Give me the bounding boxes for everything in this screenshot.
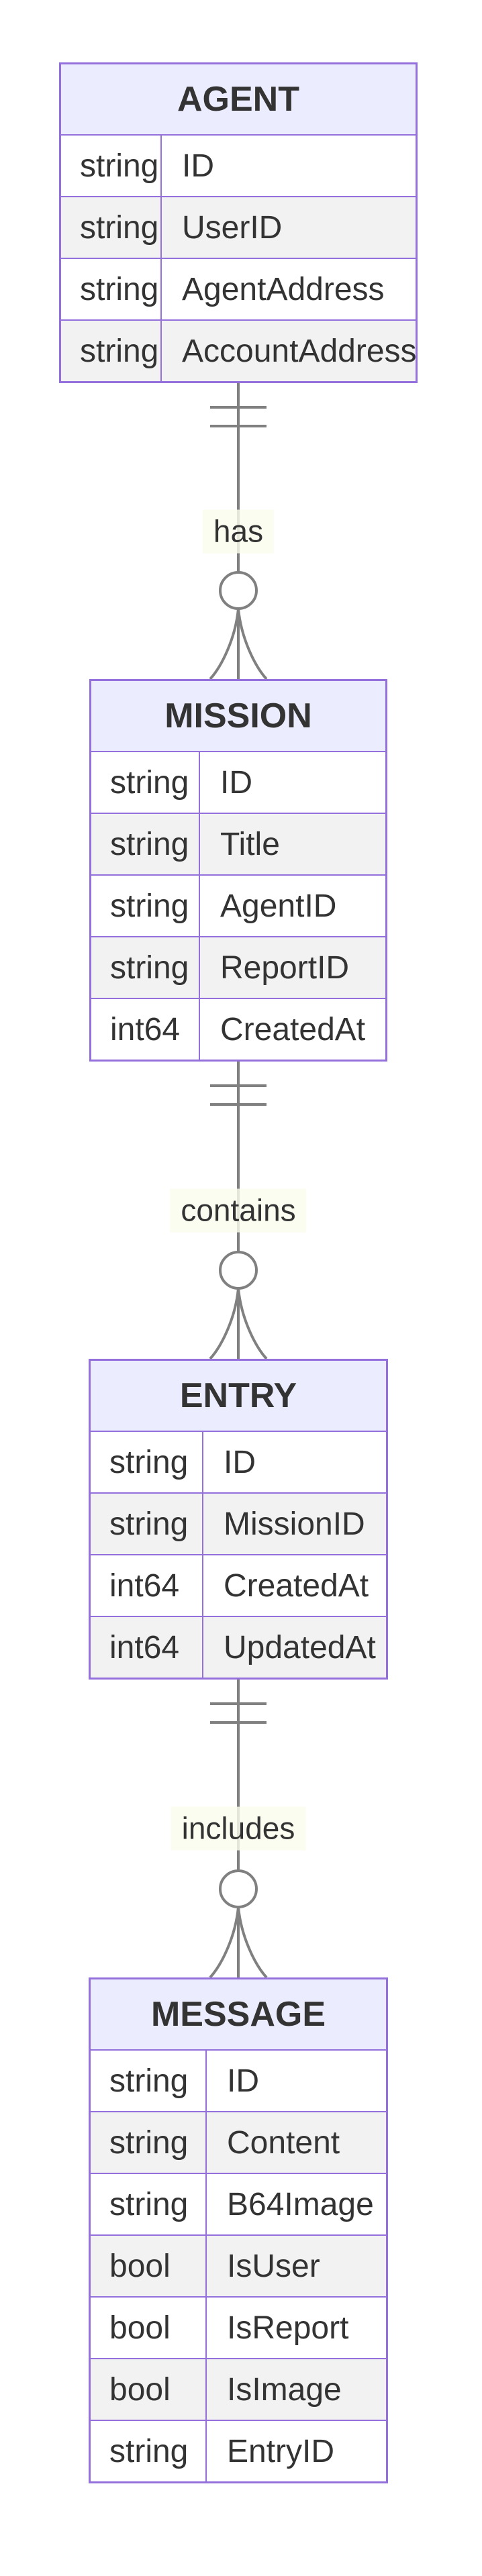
attribute-row: string AccountAddress [61,319,417,381]
attribute-type: int64 [91,1617,203,1678]
attribute-name: ID [224,1444,256,1480]
attribute-name: IsReport [227,2310,349,2346]
attribute-type: string [91,1432,203,1492]
attribute-type: string [91,2112,207,2173]
attribute-type: int64 [91,999,200,1060]
entity-header: ENTRY [91,1361,386,1431]
entity-title: ENTRY [179,1376,297,1415]
crow-foot-prong [209,1906,240,1979]
attribute-row: string AgentAddress [61,258,416,319]
attribute-name: AccountAddress [182,333,417,369]
attribute-row: string ID [91,1431,386,1492]
attribute-row: string B64Image [91,2173,386,2234]
attribute-name: CreatedAt [220,1011,366,1047]
attribute-name: IsImage [227,2371,342,2408]
attribute-row: string ReportID [91,936,385,998]
crow-foot-prong [237,1288,268,1360]
attribute-row: string UserID [61,196,416,258]
attribute-row: string ID [91,751,385,813]
relationship-label-contains: contains [170,1188,307,1233]
zero-circle [219,1251,258,1290]
cardinality-zero-or-more-icon [209,1251,268,1360]
zero-circle [219,571,258,610]
attribute-type: string [61,321,162,381]
attribute-row: string ID [91,2049,386,2111]
attribute-row: bool IsReport [91,2296,386,2358]
entity-header: MISSION [91,681,385,751]
attribute-name: ID [220,764,252,801]
attribute-type: string [91,1494,203,1554]
attribute-row: bool IsUser [91,2234,386,2296]
attribute-name: AgentID [220,888,337,924]
attribute-row: int64 UpdatedAt [91,1616,386,1678]
attribute-name: B64Image [227,2186,374,2222]
attribute-row: string Content [91,2111,386,2173]
attribute-type: string [91,2174,207,2234]
attribute-type: string [91,814,200,874]
attribute-row: int64 CreatedAt [91,998,385,1060]
crow-foot-prong [209,608,240,680]
attribute-type: string [91,752,200,813]
entity-title: MESSAGE [150,1995,326,2034]
cardinality-exactly-one-icon [210,1084,267,1106]
entity-title: AGENT [177,80,299,119]
attribute-type: string [91,937,200,998]
crow-foot-prong [237,608,268,680]
attribute-name: UserID [182,209,283,246]
attribute-name: ID [182,148,214,184]
zero-circle [219,1869,258,1908]
attribute-row: string EntryID [91,2420,386,2481]
attribute-name: CreatedAt [224,1567,369,1604]
entity-header: AGENT [61,64,416,134]
attribute-name: AgentAddress [182,271,385,307]
attribute-type: string [61,136,162,196]
attribute-name: Content [227,2124,340,2161]
attribute-row: bool IsImage [91,2358,386,2420]
attribute-type: int64 [91,1555,203,1616]
attribute-row: string Title [91,813,385,874]
attribute-type: bool [91,2298,207,2358]
entity-title: MISSION [164,697,312,735]
crow-foot-prong [209,1288,240,1360]
attribute-name: EntryID [227,2433,335,2469]
cardinality-zero-or-more-icon [209,1869,268,1979]
entity-header: MESSAGE [91,1979,386,2049]
attribute-row: string AgentID [91,874,385,936]
attribute-row: string ID [61,134,416,196]
crow-foot-prong [237,1906,268,1979]
attribute-name: Title [220,826,280,862]
relationship-label-has: has [202,509,275,554]
attribute-name: IsUser [227,2248,320,2284]
cardinality-exactly-one-icon [210,406,267,427]
attribute-type: string [61,259,162,319]
attribute-name: ID [227,2063,259,2099]
attribute-type: string [61,197,162,258]
relationship-label-includes: includes [171,1806,306,1851]
attribute-type: string [91,2051,207,2111]
attribute-name: ReportID [220,949,350,986]
cardinality-zero-or-more-icon [209,571,268,680]
attribute-type: string [91,2421,207,2481]
attribute-type: string [91,876,200,936]
attribute-row: int64 CreatedAt [91,1554,386,1616]
cardinality-exactly-one-icon [210,1702,267,1724]
attribute-type: bool [91,2236,207,2296]
attribute-name: UpdatedAt [224,1629,376,1665]
attribute-name: MissionID [224,1506,365,1542]
attribute-row: string MissionID [91,1492,386,1554]
attribute-type: bool [91,2359,207,2420]
